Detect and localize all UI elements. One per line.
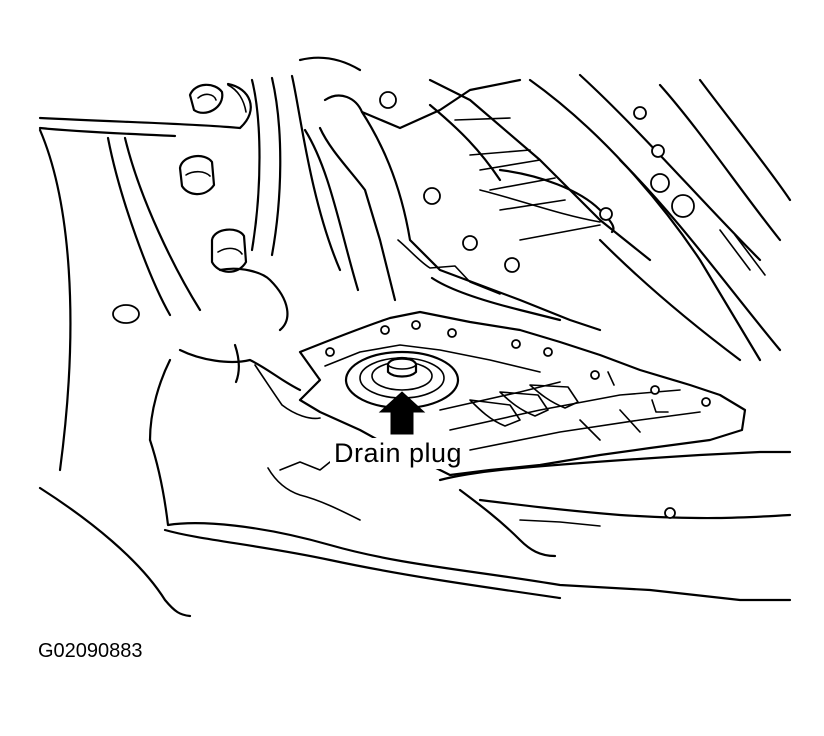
figure-id: G02090883 [38,640,143,662]
right-panel [528,73,792,362]
transmission-housing [318,78,652,332]
frame-hole [112,304,140,324]
lower-subframe [148,343,792,602]
left-frame [38,82,252,618]
bolts [178,83,289,332]
arrow-up-icon [378,391,426,435]
hoses [227,56,362,292]
drain-plug [344,350,460,410]
drain-plug-label: Drain plug [330,438,467,469]
